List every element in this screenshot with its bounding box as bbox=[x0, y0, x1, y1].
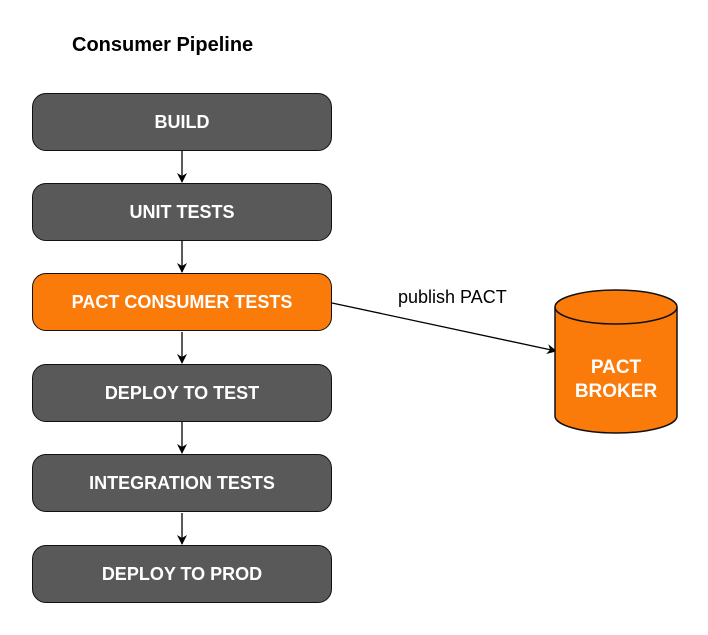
stage-deploy-to-prod: DEPLOY TO PROD bbox=[32, 545, 332, 603]
pact-broker-label: PACT BROKER bbox=[555, 356, 677, 404]
broker-label-line2: BROKER bbox=[574, 381, 658, 402]
stage-pact-consumer-tests: PACT CONSUMER TESTS bbox=[32, 273, 332, 331]
broker-label-line1: PACT bbox=[590, 357, 642, 378]
stage-deploy-to-test: DEPLOY TO TEST bbox=[32, 364, 332, 422]
arrow-pact-to-broker bbox=[331, 302, 557, 355]
stage-unit-tests: UNIT TESTS bbox=[32, 183, 332, 241]
stage-integration-tests: INTEGRATION TESTS bbox=[32, 454, 332, 512]
diagram-title: Consumer Pipeline bbox=[72, 34, 254, 56]
pact-broker-database bbox=[554, 289, 678, 434]
stage-build: BUILD bbox=[32, 93, 332, 151]
publish-pact-label: publish PACT bbox=[398, 287, 507, 307]
